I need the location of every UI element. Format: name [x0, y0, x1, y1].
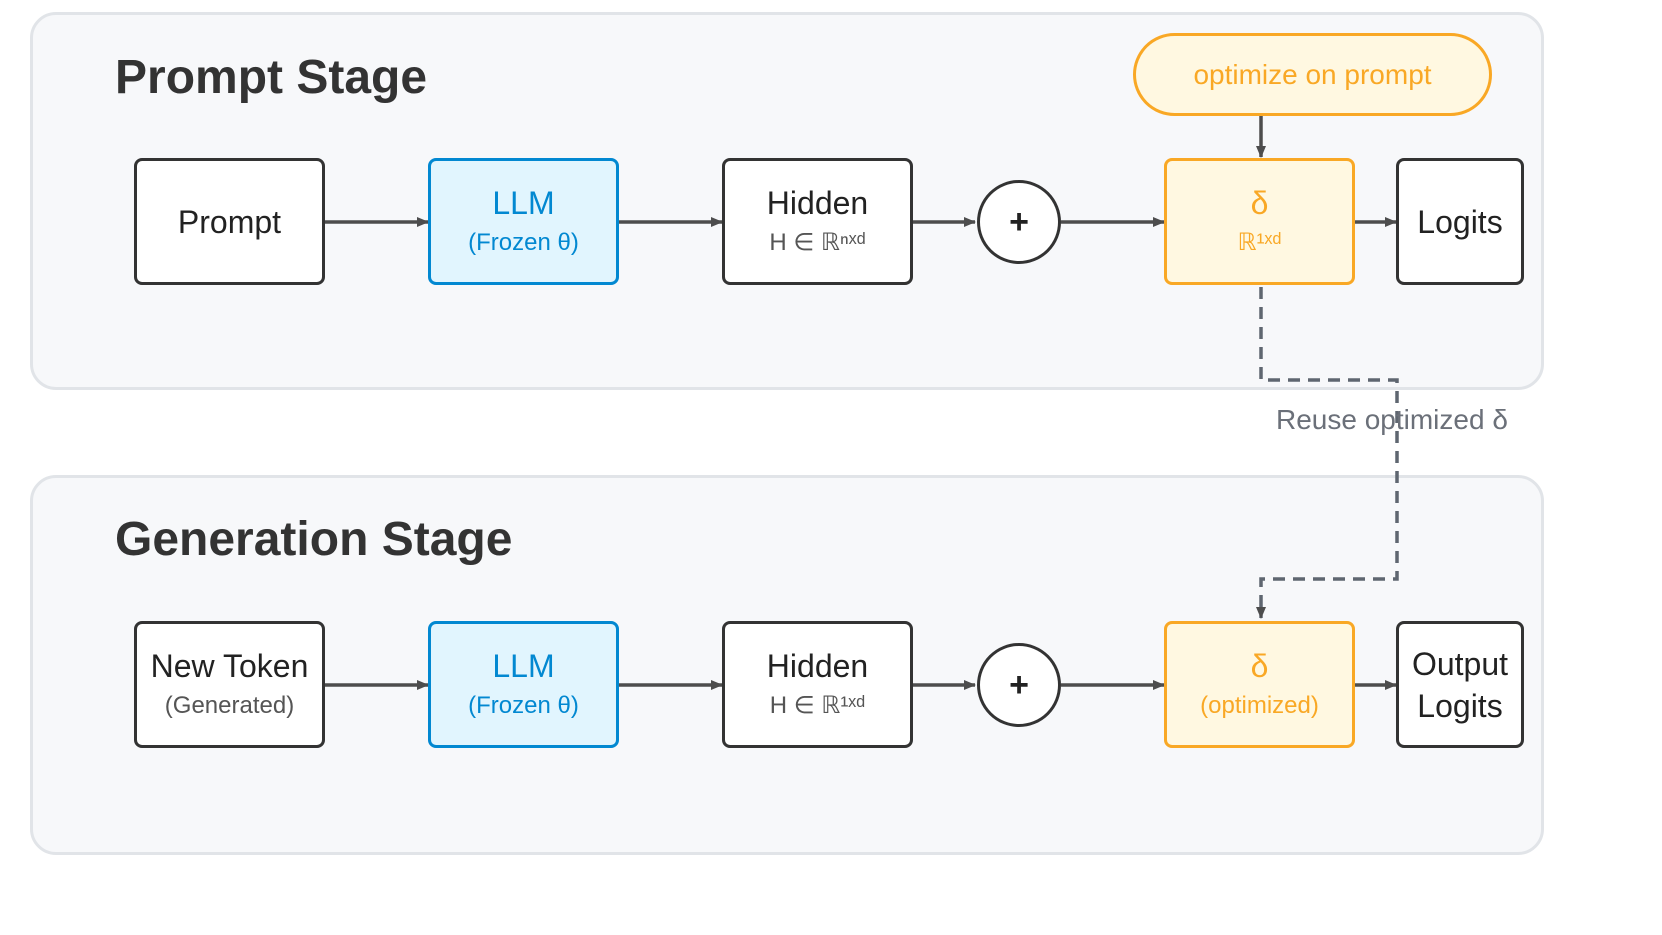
llm-label: LLM [492, 184, 555, 221]
prompt-label: Prompt [177, 203, 282, 240]
new-token-sublabel: (Generated) [164, 691, 295, 719]
logits-label: Logits [1417, 203, 1503, 240]
output-logits-node: Output Logits [1396, 621, 1524, 748]
hidden-node-generation: Hidden H ∈ ℝ¹ˣᵈ [722, 621, 913, 748]
llm-node-prompt: LLM (Frozen θ) [428, 158, 619, 285]
prompt-node: Prompt [134, 158, 325, 285]
hidden-label: Hidden [766, 184, 869, 221]
delta-label: δ [1250, 647, 1269, 684]
output-logits-label: Output Logits [1412, 643, 1508, 727]
llm-node-generation: LLM (Frozen θ) [428, 621, 619, 748]
prompt-stage-title: Prompt Stage [115, 51, 428, 104]
logits-node: Logits [1396, 158, 1524, 285]
reuse-dashed-path [1256, 287, 1399, 619]
generation-stage-title: Generation Stage [115, 513, 513, 566]
delta-sublabel: (optimized) [1200, 691, 1319, 719]
delta-label: δ [1250, 184, 1269, 221]
optimize-on-prompt-node: optimize on prompt [1133, 33, 1492, 116]
reuse-label: Reuse optimized δ [1276, 404, 1508, 435]
hidden-sublabel: H ∈ ℝⁿˣᵈ [769, 228, 866, 256]
new-token-label: New Token [150, 647, 309, 684]
hidden-node-prompt: Hidden H ∈ ℝⁿˣᵈ [722, 158, 913, 285]
hidden-sublabel: H ∈ ℝ¹ˣᵈ [769, 691, 866, 719]
llm-label: LLM [492, 647, 555, 684]
delta-sublabel: ℝ¹ˣᵈ [1237, 228, 1282, 256]
llm-sublabel: (Frozen θ) [468, 228, 579, 256]
delta-node-generation: δ (optimized) [1164, 621, 1355, 748]
delta-node-prompt: δ ℝ¹ˣᵈ [1164, 158, 1355, 285]
plus-node-prompt: + [977, 180, 1061, 264]
output-logits-line2: Logits [1417, 687, 1503, 724]
hidden-label: Hidden [766, 647, 869, 684]
output-logits-line1: Output [1411, 645, 1509, 682]
llm-sublabel: (Frozen θ) [468, 691, 579, 719]
new-token-node: New Token (Generated) [134, 621, 325, 748]
plus-node-generation: + [977, 643, 1061, 727]
